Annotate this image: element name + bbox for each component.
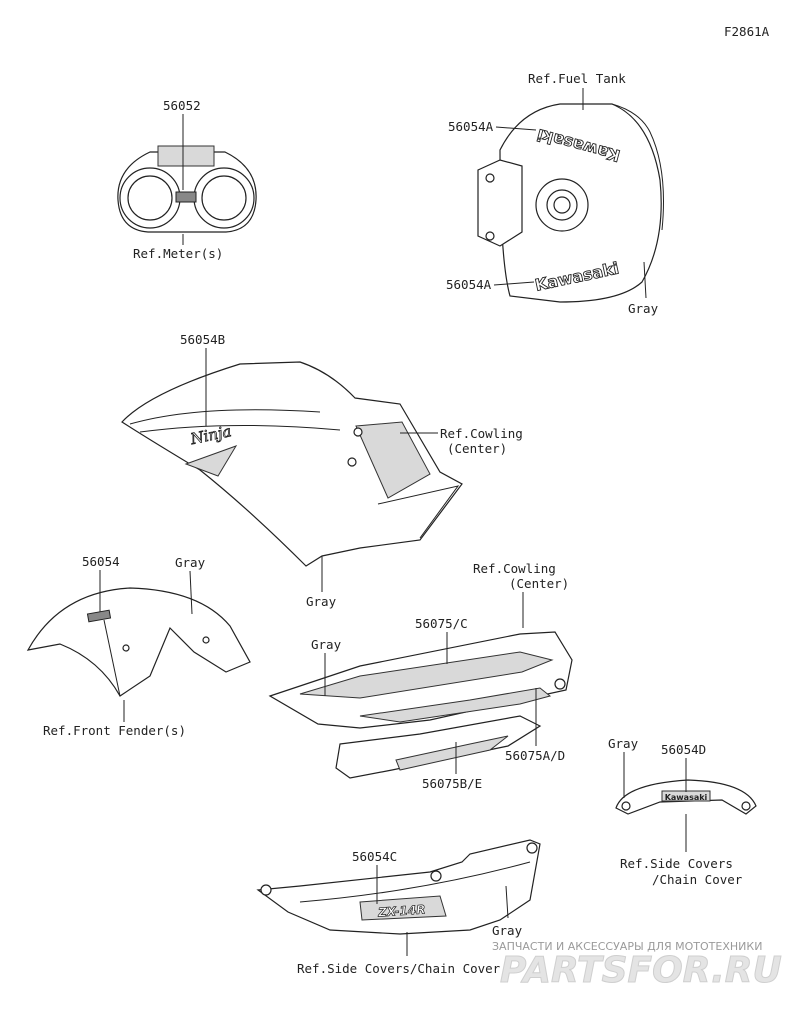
stripe-be-label: 56075B/E bbox=[422, 776, 482, 791]
chain-part-label: 56054D bbox=[661, 742, 706, 757]
meter-gauge-left-inner bbox=[127, 175, 173, 221]
tank-decal-bottom-label: 56054A bbox=[446, 277, 492, 292]
stripe-c-decal bbox=[299, 651, 554, 699]
side-bolt-left bbox=[260, 884, 272, 896]
side-part-label: 56054C bbox=[352, 849, 397, 864]
watermark-site: PARTSFOR.RU bbox=[500, 950, 782, 991]
cowl-bolt-1 bbox=[353, 427, 363, 437]
tank-decal-bottom-leader bbox=[493, 281, 535, 286]
side-bolt-mid bbox=[430, 870, 442, 882]
fuel-tank-assembly: Kawasaki Kawasaki bbox=[477, 103, 664, 303]
fender-gray-label: Gray bbox=[175, 555, 206, 570]
fender-decal bbox=[86, 609, 112, 623]
chain-brand-decal: Kawasaki bbox=[665, 793, 708, 802]
tank-decal-top-leader bbox=[495, 126, 537, 131]
center-gray-label: Gray bbox=[311, 637, 342, 652]
meter-assembly bbox=[117, 145, 257, 233]
meter-ref-label: Ref.Meter(s) bbox=[133, 246, 223, 261]
side-cover-assembly: ZX-14R bbox=[256, 839, 541, 935]
side-cowl-panel bbox=[355, 421, 431, 499]
chain-bolt-right bbox=[741, 801, 751, 811]
cowl-gray-label: Gray bbox=[306, 594, 337, 609]
stripe-c-label: 56075/C bbox=[415, 616, 468, 631]
cowl-ref-line2: (Center) bbox=[447, 441, 507, 456]
meter-display bbox=[157, 145, 215, 167]
stripe-ad-label: 56075A/D bbox=[505, 748, 565, 763]
side-bolt-right bbox=[526, 842, 538, 854]
side-cover-line bbox=[299, 861, 531, 903]
center-bolt bbox=[554, 678, 566, 690]
fender-bolt-2 bbox=[202, 636, 210, 644]
center-ref-line1: Ref.Cowling bbox=[473, 561, 556, 576]
chain-cover-assembly: Kawasaki bbox=[615, 779, 757, 815]
chain-ref-line1: Ref.Side Covers bbox=[620, 856, 733, 871]
tank-bolt-2 bbox=[485, 231, 495, 241]
side-ref-label: Ref.Side Covers/Chain Cover bbox=[297, 961, 501, 976]
meter-part-label: 56052 bbox=[163, 98, 201, 113]
chain-gray-label: Gray bbox=[608, 736, 639, 751]
side-decal-bg bbox=[359, 895, 447, 921]
center-cowl-lower bbox=[335, 715, 542, 779]
tank-gray-leader bbox=[643, 261, 647, 299]
tank-decal-top-label: 56054A bbox=[448, 119, 494, 134]
front-fender-line bbox=[103, 619, 121, 697]
meter-decal bbox=[175, 191, 197, 203]
center-cowl-assembly bbox=[268, 631, 573, 779]
side-cowl-vent bbox=[184, 445, 238, 477]
center-ref-line2: (Center) bbox=[509, 576, 569, 591]
watermark-caption: ЗАПЧАСТИ И АКСЕССУАРЫ ДЛЯ МОТОТЕХНИКИ bbox=[492, 940, 762, 953]
side-model-decal: ZX-14R bbox=[377, 902, 426, 919]
fender-ref-label: Ref.Front Fender(s) bbox=[43, 723, 186, 738]
figure-id: F2861A bbox=[724, 24, 770, 39]
meter-gauge-right-inner bbox=[201, 175, 247, 221]
stripe-be-decal bbox=[395, 735, 509, 771]
side-cowl-lower bbox=[377, 485, 460, 539]
front-fender-body bbox=[26, 587, 251, 697]
fuel-tank-ref-label: Ref.Fuel Tank bbox=[528, 71, 626, 86]
chain-ref-line2: /Chain Cover bbox=[652, 872, 743, 887]
fender-gray-leader bbox=[189, 570, 193, 615]
chain-bolt-left bbox=[621, 801, 631, 811]
fender-part-label: 56054 bbox=[82, 554, 120, 569]
side-gray-label: Gray bbox=[492, 923, 523, 938]
side-cowl-line-1 bbox=[129, 409, 321, 425]
tank-bolt-1 bbox=[485, 173, 495, 183]
side-cowl-line-2 bbox=[139, 424, 341, 433]
side-gray-leader bbox=[505, 885, 509, 919]
fuel-tank-bracket bbox=[477, 159, 523, 247]
tank-gray-label: Gray bbox=[628, 301, 659, 316]
side-cover-body bbox=[256, 839, 541, 935]
side-cowl-assembly: Ninja bbox=[121, 361, 463, 567]
stripe-ad-decal bbox=[359, 687, 552, 723]
cowl-ref-line1: Ref.Cowling bbox=[440, 426, 523, 441]
fuel-cap-center bbox=[553, 196, 571, 214]
fuel-tank-edge bbox=[611, 103, 664, 231]
cowl-bolt-2 bbox=[347, 457, 357, 467]
front-fender-assembly bbox=[26, 587, 251, 697]
fender-bolt bbox=[122, 644, 130, 652]
cowl-part-label: 56054B bbox=[180, 332, 225, 347]
